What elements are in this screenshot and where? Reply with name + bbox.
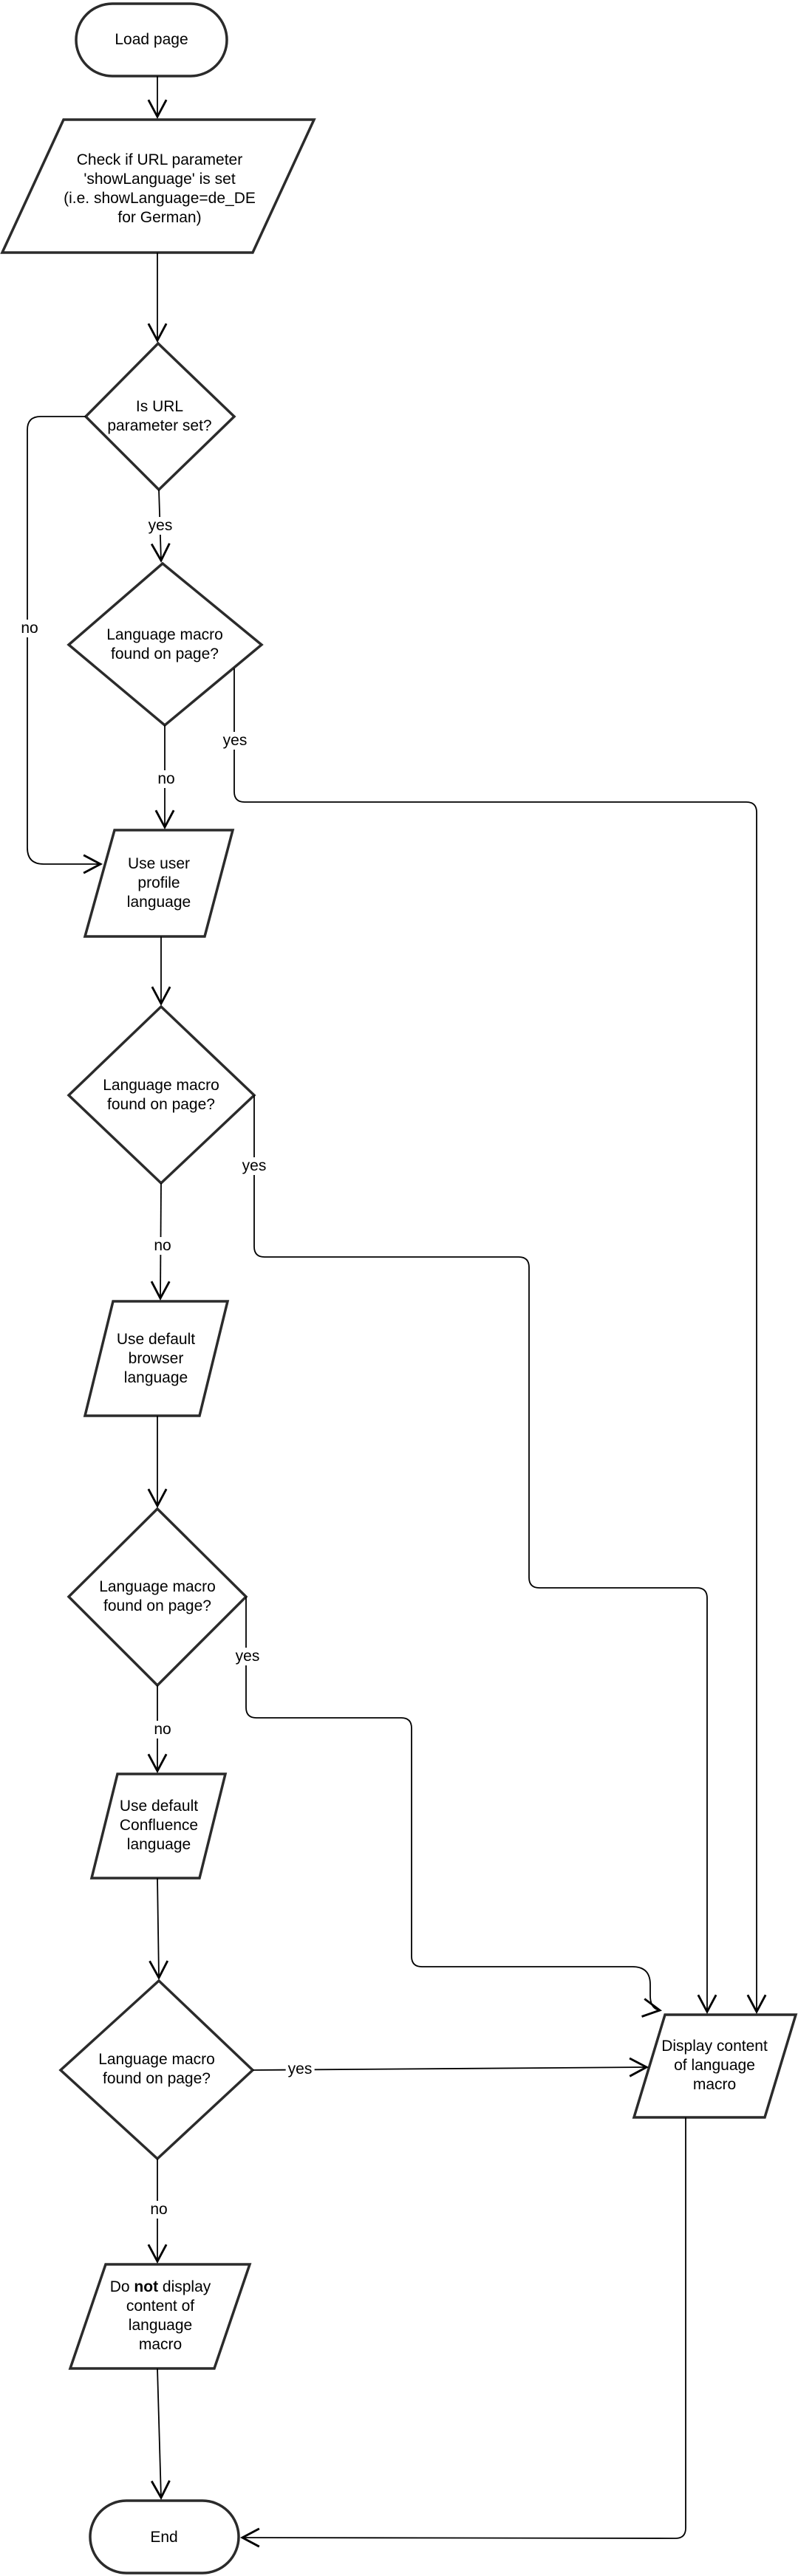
use-confluence-parallelogram-shape	[89, 1772, 228, 1880]
edge-nodisplay-to-end	[150, 2368, 171, 2501]
edge-macro4-yes	[252, 2057, 649, 2077]
start-terminator-shape	[75, 2, 228, 78]
macro-found-2-diamond-shape	[66, 1004, 256, 1185]
check-url-parallelogram-shape	[0, 118, 316, 254]
use-browser-parallelogram-shape	[83, 1300, 230, 1417]
edge-macro2-no	[150, 1182, 171, 1301]
macro-found-4-diamond-shape	[58, 1979, 255, 2161]
is-url-set-diamond-shape	[83, 341, 236, 492]
no-display-parallelogram-shape	[68, 2263, 252, 2370]
macro-found-1-diamond-shape	[66, 561, 264, 727]
use-profile-parallelogram-shape	[83, 829, 235, 938]
edge-macro1-yes	[233, 668, 767, 2015]
edge-macro3-yes	[245, 1597, 663, 2018]
edge-useconfluence-to-macro4	[149, 1877, 169, 1981]
end-terminator-shape	[89, 2499, 240, 2575]
edge-display-to-end	[239, 2117, 686, 2548]
macro-found-3-diamond-shape	[66, 1507, 248, 1688]
display-content-parallelogram-shape	[632, 2013, 798, 2119]
edge-isurlset-no	[27, 416, 103, 874]
edge-isurlset-yes	[150, 489, 171, 564]
edge-macro2-yes	[253, 1095, 717, 2015]
